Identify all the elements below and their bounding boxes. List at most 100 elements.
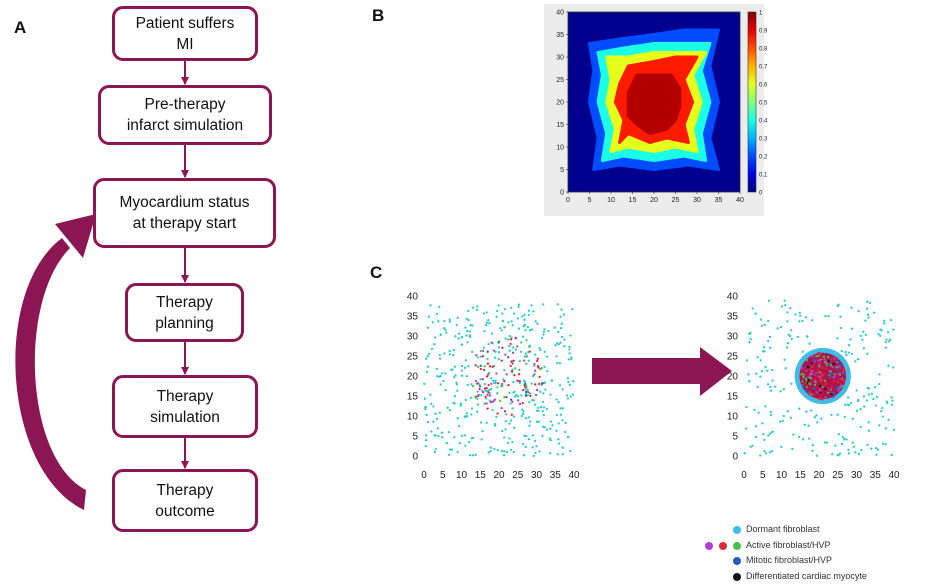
cell-point	[466, 341, 469, 344]
cell-point	[568, 383, 572, 387]
cell-point	[839, 326, 843, 330]
cell-point	[845, 438, 848, 441]
cell-point	[527, 437, 531, 441]
cell-point	[482, 346, 485, 349]
cell-point	[764, 366, 767, 369]
cell-point	[430, 430, 433, 433]
x-tick-label: 35	[715, 197, 723, 204]
cell-point	[559, 413, 563, 416]
cell-point	[745, 359, 749, 362]
cell-point	[507, 321, 510, 324]
cell-point	[448, 318, 451, 321]
cell-point	[424, 406, 427, 409]
cell-point	[840, 442, 844, 446]
cell-point	[850, 327, 854, 330]
cell-point	[464, 444, 467, 447]
cell-point	[892, 328, 895, 331]
cell-point	[537, 406, 540, 409]
cell-point	[884, 443, 887, 446]
colorbar-tick-label: 0	[759, 191, 763, 197]
cell-point	[507, 338, 510, 341]
y-tick-label: 20	[727, 372, 739, 383]
cell-point	[507, 383, 510, 387]
cell-point	[523, 318, 526, 321]
cell-point	[471, 306, 475, 309]
cell-point	[435, 417, 439, 421]
cell-point	[489, 388, 493, 391]
cell-point	[819, 384, 822, 388]
cell-point	[824, 387, 827, 390]
cell-point	[533, 364, 536, 367]
cell-point	[531, 446, 534, 449]
cell-point	[497, 351, 501, 354]
colorbar-tick-label: 0.9	[759, 29, 768, 35]
cell-point	[885, 400, 888, 403]
cell-point	[849, 401, 853, 405]
cell-point	[511, 400, 514, 403]
cell-point	[807, 424, 810, 427]
x-tick-label: 10	[456, 470, 468, 481]
flow-step-myocardium-status: Myocardium status at therapy start	[93, 178, 276, 248]
cell-point	[510, 369, 514, 373]
cell-point	[544, 388, 547, 391]
cell-point	[442, 326, 446, 330]
cell-point	[512, 415, 516, 418]
cell-point	[786, 320, 789, 323]
cell-point	[534, 353, 537, 356]
cell-point	[566, 436, 570, 439]
cell-point	[481, 391, 485, 394]
cell-point	[517, 305, 520, 308]
cell-point	[805, 358, 809, 362]
cell-point	[867, 429, 871, 432]
cell-point	[884, 427, 887, 430]
cell-point	[789, 306, 792, 310]
cell-point	[558, 384, 562, 387]
cell-point	[816, 421, 819, 424]
cell-point	[524, 384, 528, 387]
cell-point	[563, 344, 566, 348]
colorbar-tick-label: 0.2	[759, 155, 768, 161]
cell-point	[533, 383, 537, 386]
cell-point	[784, 303, 787, 307]
cell-point	[524, 387, 527, 390]
y-tick-label: 10	[556, 145, 564, 152]
cell-point	[827, 359, 830, 363]
cell-point	[433, 343, 436, 346]
cell-point	[762, 346, 766, 349]
cell-point	[463, 366, 467, 369]
cell-point	[763, 350, 766, 353]
cell-point	[432, 420, 435, 423]
cell-point	[555, 355, 558, 358]
cell-point	[816, 368, 820, 371]
cell-point	[866, 352, 869, 355]
cell-point	[524, 352, 528, 355]
y-tick-label: 35	[556, 32, 564, 39]
x-tick-label: 35	[870, 470, 882, 481]
cell-point	[521, 401, 524, 405]
cell-point	[801, 385, 805, 388]
cell-point	[568, 352, 571, 355]
cell-point	[485, 311, 488, 314]
cell-point	[435, 367, 438, 371]
y-tick-label: 0	[732, 452, 738, 463]
cell-point	[857, 310, 860, 313]
cell-point	[854, 451, 857, 454]
cell-point	[497, 346, 501, 349]
cell-point	[509, 342, 512, 346]
cell-point	[528, 392, 532, 395]
cell-point	[875, 453, 878, 456]
cell-point	[485, 402, 488, 405]
cell-point	[810, 393, 813, 396]
cell-point	[754, 425, 758, 428]
cell-point	[522, 379, 526, 382]
cell-point	[748, 380, 751, 383]
cell-point	[832, 380, 836, 383]
cell-point	[565, 394, 569, 397]
cell-point	[471, 384, 475, 388]
cell-point	[510, 306, 513, 310]
cell-point	[539, 348, 542, 352]
cell-point	[759, 359, 762, 362]
cell-point	[520, 414, 523, 418]
cell-point	[490, 377, 493, 380]
cell-point	[471, 454, 475, 457]
